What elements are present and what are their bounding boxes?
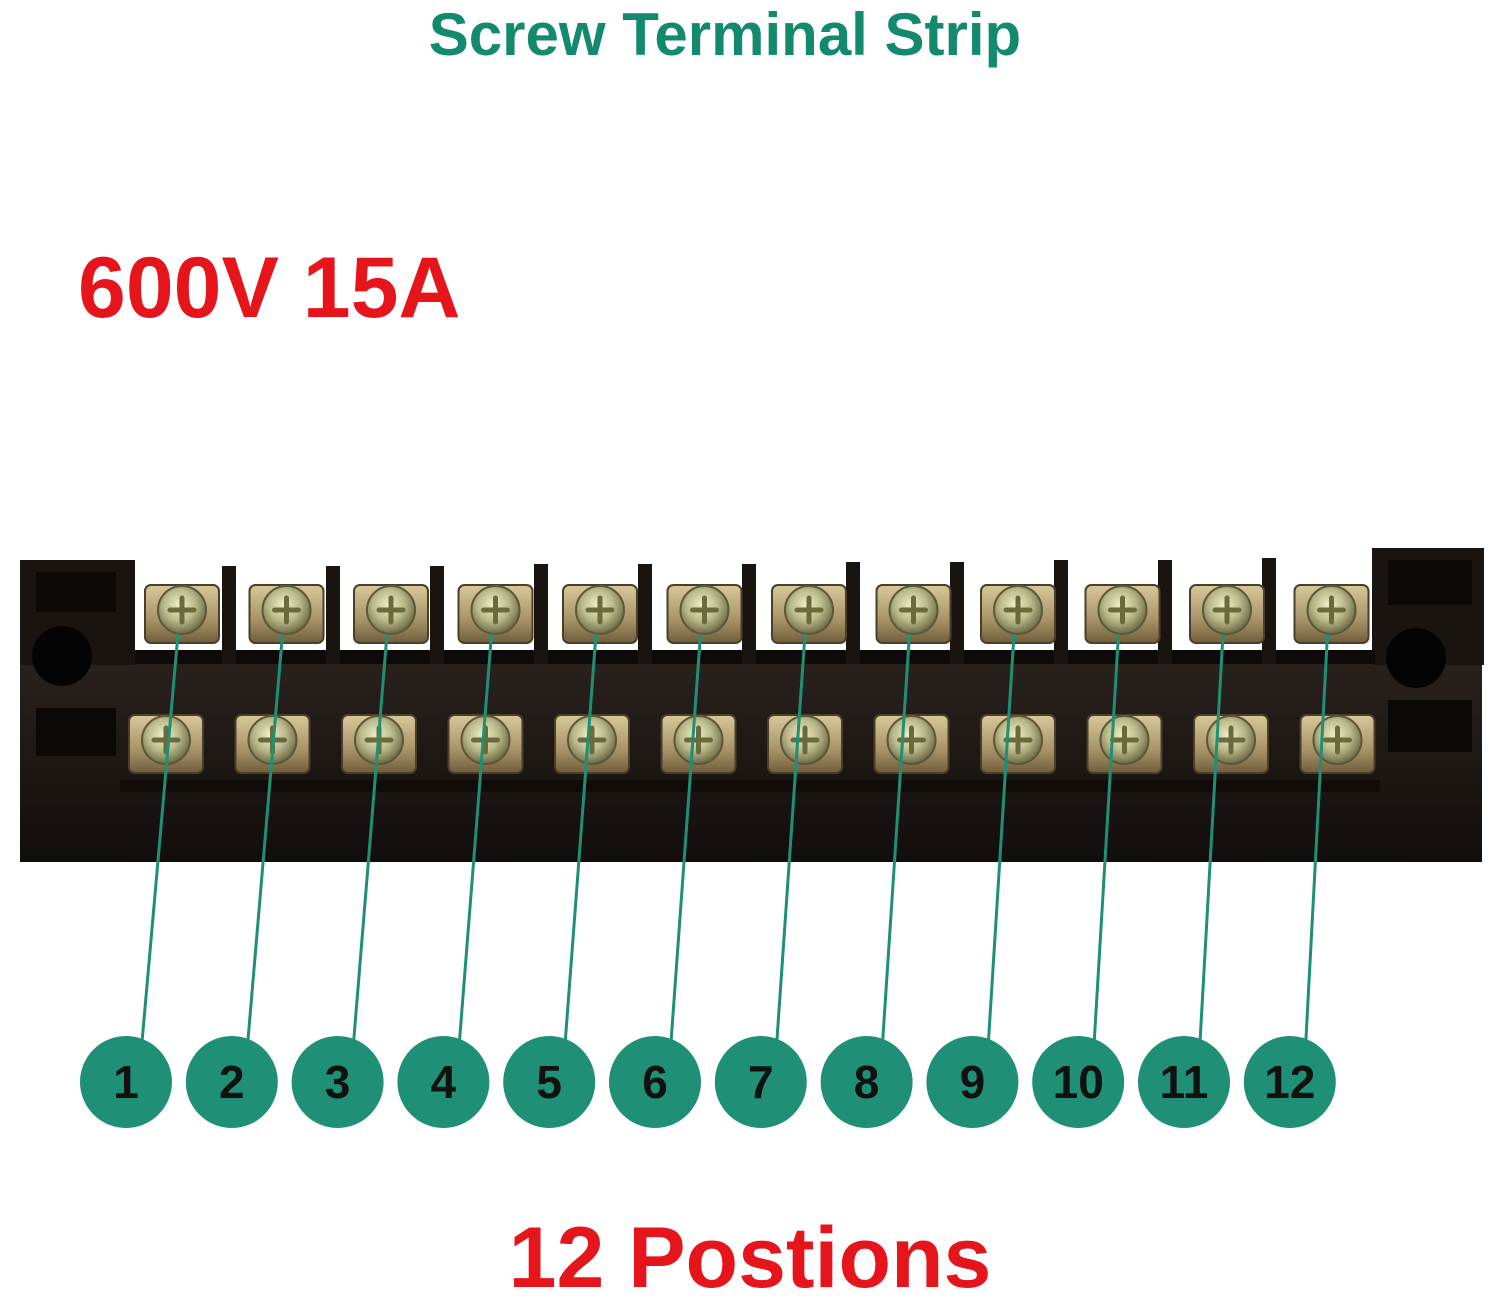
- screw-icon: [875, 584, 952, 644]
- position-number: 4: [431, 1056, 457, 1108]
- screw-icon: [1293, 584, 1370, 644]
- screw-icon: [562, 584, 638, 644]
- position-badge: 8: [820, 1036, 913, 1128]
- position-badge: 11: [1138, 1036, 1230, 1128]
- screw-icon: [771, 584, 847, 644]
- screw-icon: [1084, 584, 1161, 644]
- screw-icon: [144, 584, 220, 644]
- position-badge: 6: [609, 1036, 701, 1128]
- screw-icon: [353, 584, 429, 644]
- page-title: Screw Terminal Strip: [428, 1, 1022, 68]
- screw-icon: [980, 714, 1056, 774]
- leader-line: [457, 633, 493, 1043]
- position-number: 11: [1160, 1056, 1209, 1108]
- screw-icon: [457, 584, 534, 644]
- screw-icon: [248, 584, 325, 644]
- leader-line: [775, 633, 807, 1043]
- leader-line: [140, 633, 180, 1043]
- positions-caption: 12 Postions: [508, 1210, 992, 1306]
- position-number: 5: [536, 1056, 562, 1108]
- leader-line: [246, 633, 284, 1043]
- screw-icon: [980, 584, 1056, 644]
- position-badge: 7: [714, 1036, 807, 1128]
- screw-icon: [666, 584, 743, 644]
- screw-icon: [554, 714, 630, 774]
- position-badge: 1: [80, 1036, 172, 1128]
- screw-icon: [128, 714, 204, 774]
- leader-line: [1092, 633, 1120, 1043]
- leader-line: [1198, 633, 1225, 1043]
- position-number: 10: [1053, 1056, 1104, 1108]
- screw-icon: [1189, 584, 1265, 644]
- position-badge: 2: [185, 1036, 278, 1128]
- position-number: 12: [1264, 1056, 1315, 1108]
- voltage-current-rating: 600V 15A: [78, 240, 461, 336]
- screw-icon: [1299, 714, 1376, 774]
- position-number: 9: [960, 1056, 986, 1108]
- leader-line: [881, 633, 911, 1043]
- position-number: 6: [642, 1056, 668, 1108]
- position-badge: 10: [1032, 1036, 1125, 1128]
- position-number: 2: [219, 1056, 245, 1108]
- screw-icon: [447, 714, 524, 774]
- leader-line: [563, 633, 598, 1043]
- screw-icon: [1193, 714, 1269, 774]
- mounting-hole-icon: [32, 626, 92, 686]
- leader-line: [986, 633, 1016, 1043]
- position-badge: 3: [291, 1036, 384, 1128]
- screw-icon: [873, 714, 950, 774]
- screw-icon: [767, 714, 843, 774]
- leader-line: [352, 633, 389, 1043]
- position-number: 1: [113, 1056, 139, 1108]
- screw-icon: [660, 714, 737, 774]
- position-number: 8: [854, 1056, 880, 1108]
- leader-line: [1304, 633, 1329, 1043]
- position-badge: 4: [397, 1036, 490, 1128]
- position-number: 3: [325, 1056, 351, 1108]
- position-badge: 5: [503, 1036, 596, 1128]
- mounting-hole-icon: [1386, 628, 1446, 688]
- position-badge: 12: [1243, 1036, 1336, 1128]
- terminal-dividers: [222, 558, 1276, 664]
- screw-icon: [1086, 714, 1163, 774]
- position-badge: 9: [926, 1036, 1019, 1128]
- position-number: 7: [748, 1056, 774, 1108]
- leader-line: [669, 633, 702, 1043]
